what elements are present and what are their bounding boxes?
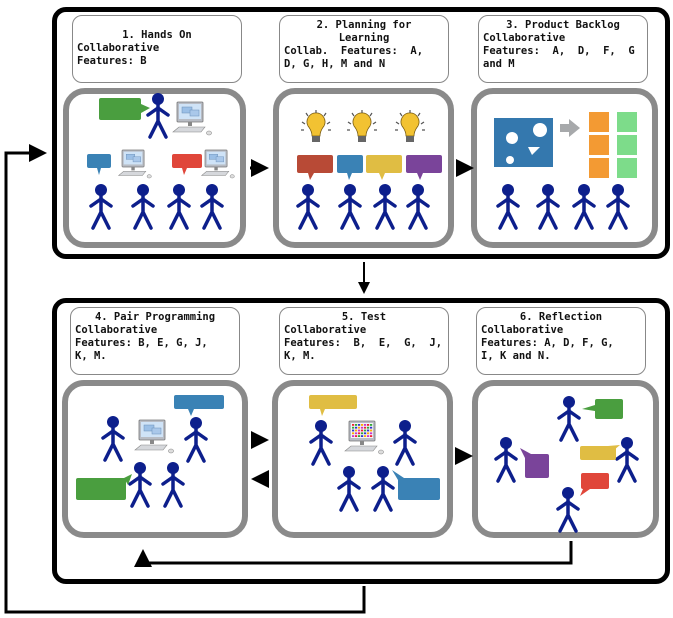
stage-5-title: 5. Test bbox=[341, 311, 387, 323]
stage-5-line-3: K, M. bbox=[284, 350, 316, 362]
person-icon bbox=[128, 462, 152, 508]
speech-bubble-icon bbox=[337, 155, 363, 180]
stage-3-line-1: Collaborative bbox=[483, 32, 566, 44]
computer-icon bbox=[344, 420, 384, 455]
person-icon bbox=[337, 466, 361, 512]
person-icon bbox=[615, 437, 639, 483]
stage-3-line-3: and M bbox=[483, 58, 515, 70]
stage-2-line-1: Collab. Features: A, bbox=[284, 45, 424, 57]
speech-bubble-icon bbox=[297, 155, 333, 180]
computer-icon bbox=[172, 101, 212, 136]
person-icon bbox=[338, 184, 362, 230]
sprint-bottom-group bbox=[52, 298, 670, 584]
stage-5-panel bbox=[272, 380, 453, 538]
speech-bubble-icon bbox=[406, 155, 442, 180]
person-icon bbox=[393, 420, 417, 466]
speech-bubble-icon bbox=[174, 395, 224, 416]
person-icon bbox=[131, 184, 155, 230]
sticky-note-icon bbox=[589, 135, 609, 155]
person-icon bbox=[101, 416, 125, 462]
person-icon bbox=[167, 184, 191, 230]
stage-6-title: 6. Reflection bbox=[519, 311, 603, 323]
lightbulb-icon bbox=[347, 110, 377, 142]
speech-bubble-icon bbox=[172, 154, 202, 175]
person-icon bbox=[572, 184, 596, 230]
speech-bubble-icon bbox=[99, 98, 150, 120]
computer-icon bbox=[134, 419, 174, 454]
speech-bubble-icon bbox=[87, 154, 111, 175]
arrow-6-to-4 bbox=[134, 541, 573, 567]
stage-2-line-2: D, G, H, M and N bbox=[284, 58, 386, 70]
person-icon bbox=[371, 466, 395, 512]
person-icon bbox=[184, 417, 208, 463]
speech-bubble-icon bbox=[582, 399, 623, 419]
person-icon bbox=[406, 184, 430, 230]
arrow-right-icon bbox=[560, 119, 580, 137]
stage-2-label: 2. Planning for Learning Collab. Feature… bbox=[279, 15, 449, 83]
person-icon bbox=[606, 184, 630, 230]
computer-icon bbox=[117, 149, 152, 179]
computer-icon bbox=[200, 149, 235, 179]
stage-4-line-1: Collaborative bbox=[75, 324, 158, 336]
stage-6-line-1: Collaborative bbox=[481, 324, 564, 336]
person-icon bbox=[89, 184, 113, 230]
speech-bubble-icon bbox=[392, 470, 440, 500]
person-icon bbox=[200, 184, 224, 230]
person-icon bbox=[309, 420, 333, 466]
stage-3-label: 3. Product Backlog Collaborative Feature… bbox=[478, 15, 648, 83]
speech-bubble-icon bbox=[309, 395, 357, 416]
speech-bubble-icon bbox=[580, 445, 620, 460]
stage-2-title-line2: Learning bbox=[338, 32, 390, 44]
sticky-note-icon bbox=[617, 158, 637, 178]
stage-5-line-1: Collaborative bbox=[284, 324, 367, 336]
stage-5-line-2: Features: B, E, G, J, bbox=[284, 337, 443, 349]
sticky-note-icon bbox=[589, 112, 609, 132]
stage-4-line-3: K, M. bbox=[75, 350, 107, 362]
person-icon bbox=[496, 184, 520, 230]
person-icon bbox=[373, 184, 397, 230]
stage-4-label: 4. Pair Programming Collaborative Featur… bbox=[70, 307, 240, 375]
speech-bubble-icon bbox=[520, 448, 549, 478]
stage-5-label: 5. Test Collaborative Features: B, E, G,… bbox=[279, 307, 449, 375]
person-icon bbox=[536, 184, 560, 230]
stage-2-title: 2. Planning for bbox=[316, 19, 412, 31]
stage-1-line-2: Features: B bbox=[77, 55, 147, 67]
stage-4-line-2: Features: B, E, G, J, bbox=[75, 337, 208, 349]
lightbulb-icon bbox=[301, 110, 331, 142]
backlog-board-icon bbox=[494, 118, 553, 167]
person-icon bbox=[556, 487, 580, 533]
speech-bubble-icon bbox=[366, 155, 402, 180]
sticky-note-icon bbox=[617, 135, 637, 155]
person-icon bbox=[296, 184, 320, 230]
stage-3-title: 3. Product Backlog bbox=[506, 19, 620, 31]
stage-1-label: 1. Hands On Collaborative Features: B bbox=[72, 15, 242, 83]
person-icon bbox=[494, 437, 518, 483]
stage-4-title: 4. Pair Programming bbox=[94, 311, 216, 323]
stage-6-line-3: I, K and N. bbox=[481, 350, 551, 362]
person-icon bbox=[161, 462, 185, 508]
stage-6-line-2: Features: A, D, F, G, bbox=[481, 337, 614, 349]
flow-arrows bbox=[4, 144, 573, 614]
person-icon bbox=[146, 93, 170, 139]
stage-1-line-1: Collaborative bbox=[77, 42, 160, 54]
sticky-note-icon bbox=[617, 112, 637, 132]
sticky-note-icon bbox=[589, 158, 609, 178]
speech-bubble-icon bbox=[76, 474, 132, 500]
stage-6-label: 6. Reflection Collaborative Features: A,… bbox=[476, 307, 646, 375]
person-icon bbox=[557, 396, 581, 442]
sprint-top-group bbox=[52, 7, 670, 259]
arrow-loop-back bbox=[4, 144, 366, 614]
stage-3-line-2: Features: A, D, F, G bbox=[483, 45, 635, 57]
speech-bubble-icon bbox=[580, 473, 609, 496]
stage-1-title: 1. Hands On bbox=[122, 29, 192, 41]
lightbulb-icon bbox=[395, 110, 425, 142]
